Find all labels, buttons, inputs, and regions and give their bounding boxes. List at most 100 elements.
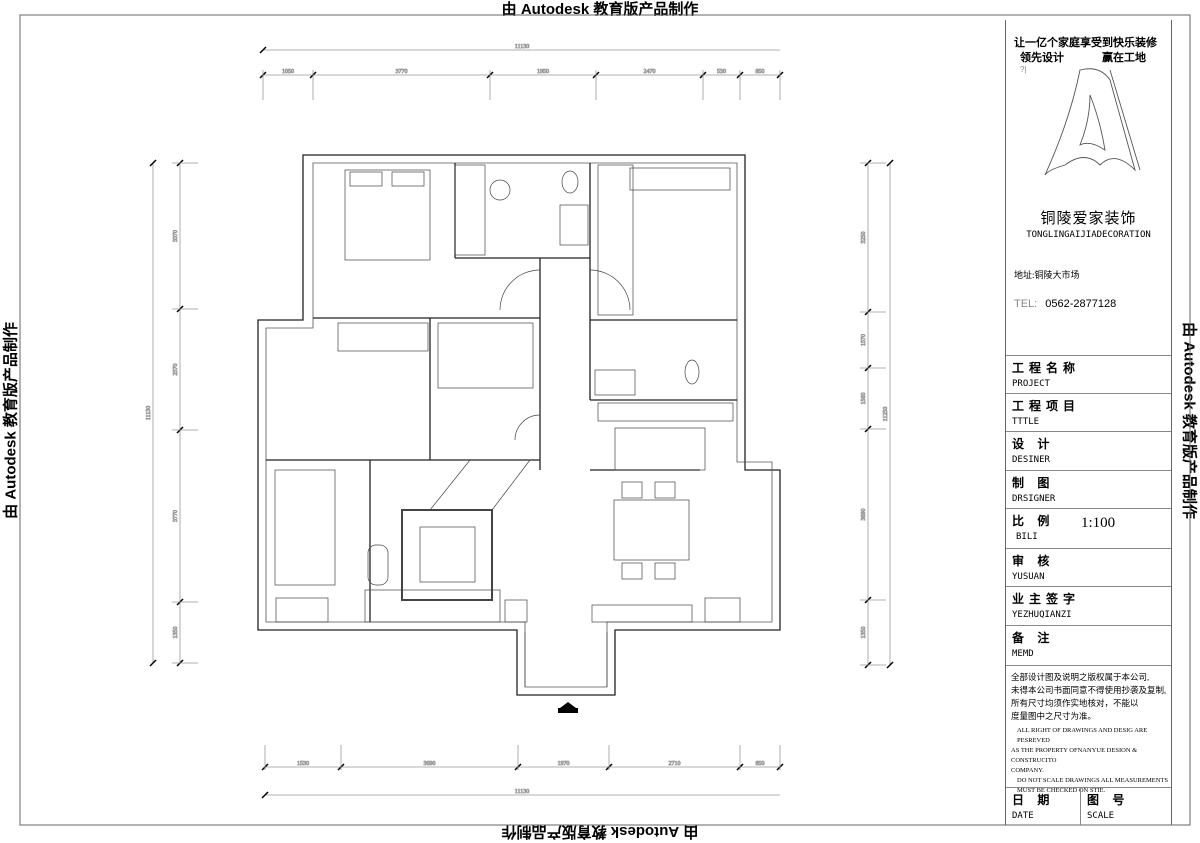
dimension-label: 3770 (396, 69, 408, 75)
dimension-label: 3250 (861, 232, 867, 244)
date-label-cn: 日 期 (1012, 791, 1054, 808)
row-label-en: PROJECT (1012, 379, 1050, 389)
row-designer: 设 计 DESINER (1006, 431, 1171, 470)
shower (490, 180, 510, 200)
row-label-en: DESINER (1012, 455, 1050, 465)
row-owner-signature: 业主签字 YEZHUQIANZI (1006, 586, 1171, 625)
drawing-no-label-cn: 图 号 (1087, 791, 1129, 808)
note-en: AS THE PROPERTY OFNANYUE DESION & CONSTR… (1011, 746, 1171, 766)
kitchen-cabinet (615, 428, 705, 470)
row-label-cn: 审 核 (1012, 552, 1054, 569)
dimension-label: 530 (717, 69, 726, 75)
company-name-cn: 铜陵爱家装饰 (1006, 207, 1171, 228)
coffee-table (420, 527, 475, 582)
row-drafter: 制 图 DRSIGNER (1006, 470, 1171, 508)
row-project: 工程名称 PROJECT (1006, 355, 1171, 393)
rug (402, 510, 492, 600)
row-title: 工程项目 TTTLE (1006, 393, 1171, 431)
shoe-cabinet (592, 605, 692, 622)
entrance-arrow-icon (560, 702, 576, 708)
sink (595, 370, 635, 395)
dimension-label: 11250 (883, 407, 889, 422)
row-label-en: TTTLE (1012, 417, 1039, 427)
dimension-label: 850 (756, 69, 765, 75)
door-swing (500, 270, 540, 310)
row-label-cn: 工程项目 (1012, 397, 1080, 414)
dimension-label: 850 (756, 761, 765, 767)
double-bed (345, 170, 430, 260)
row-label-en: MEMD (1012, 649, 1034, 659)
dimension-label: 11130 (146, 406, 152, 421)
wardrobe (455, 165, 485, 255)
row-label-en: YEZHUQIANZI (1012, 610, 1072, 620)
slogan-line-1: 让一亿个家庭享受到快乐装修 (1014, 34, 1157, 50)
toilet (562, 171, 578, 193)
dining-table (614, 500, 689, 560)
row-label-cn: 业主签字 (1012, 590, 1080, 607)
sofa (365, 590, 500, 622)
dimension-label: 1570 (861, 334, 867, 346)
row-review: 审 核 YUSUAN (1006, 548, 1171, 586)
wardrobe-2 (598, 165, 633, 315)
note-cn: 未得本公司书面同意不得使用抄袭及复制, (1011, 684, 1171, 697)
row-drawing-no: 图 号 SCALE (1081, 787, 1171, 825)
outer-wall (258, 155, 780, 695)
row-label-en: DRSIGNER (1012, 494, 1055, 504)
cabinet (338, 323, 428, 351)
desk (630, 168, 730, 190)
marker-text: ?| (1020, 65, 1027, 74)
tel-number: 0562-2877128 (1045, 298, 1116, 310)
row-label-cn: 备 注 (1012, 629, 1054, 646)
plant (505, 600, 527, 622)
row-label-en: BILI (1016, 532, 1038, 542)
note-cn: 所有尺寸均须作实地核对，不能以 (1011, 697, 1171, 710)
armchair (368, 545, 388, 585)
dimension-label: 2710 (669, 761, 681, 767)
dimension-label: 1530 (297, 761, 309, 767)
row-label-cn: 工程名称 (1012, 359, 1080, 376)
dimension-label: 3690 (861, 509, 867, 521)
study-desk (275, 470, 335, 585)
dimension-label: 3370 (173, 230, 179, 242)
dimension-label: 3770 (173, 510, 179, 522)
dimension-label: 11130 (515, 789, 530, 795)
drawing-no-label-en: SCALE (1087, 811, 1114, 821)
row-date: 日 期 DATE (1006, 787, 1081, 825)
toilet-2 (685, 360, 699, 384)
dimension-label: 1970 (558, 761, 570, 767)
row-memo: 备 注 MEMD (1006, 625, 1171, 665)
scale-value: 1:100 (1081, 515, 1115, 532)
note-en: ALL RIGHT OF DRAWINGS AND DESIG ARE PESR… (1011, 726, 1171, 746)
note-cn: 度量图中之尺寸为准。 (1011, 710, 1171, 723)
dimension-label: 1950 (537, 69, 549, 75)
note-cn: 全部设计图及说明之版权属于本公司, (1011, 671, 1171, 684)
slogan-line-2b: 赢在工地 (1102, 49, 1146, 65)
dimension-label: 2470 (644, 69, 656, 75)
date-label-en: DATE (1012, 811, 1034, 821)
row-scale: 比 例 BILI 1:100 (1006, 508, 1171, 548)
single-bed (438, 323, 533, 388)
appliance (705, 598, 740, 622)
row-label-en: YUSUAN (1012, 572, 1045, 582)
dimension-label: 1050 (282, 69, 294, 75)
company-name-en: TONGLINGAIJIADECORATION (1006, 230, 1171, 240)
dimension-label: 1350 (861, 627, 867, 639)
dimension-label: 3690 (424, 761, 436, 767)
vanity (560, 205, 588, 245)
company-address: 地址:铜陵大市场 (1014, 268, 1080, 281)
note-en: DO NOT SCALE DRAWINGS ALL MEASUREMENTS (1011, 776, 1171, 786)
copyright-notes: 全部设计图及说明之版权属于本公司, 未得本公司书面同意不得使用抄袭及复制, 所有… (1006, 665, 1171, 787)
slogan-line-2a: 领先设计 (1020, 49, 1064, 65)
title-block: 让一亿个家庭享受到快乐装修 领先设计 赢在工地 ?| 铜陵爱家装饰 TONGLI… (1005, 20, 1172, 825)
row-label-cn: 制 图 (1012, 474, 1054, 491)
dimension-label: 1560 (861, 393, 867, 405)
dimension-label: 1350 (173, 627, 179, 639)
counter (598, 403, 733, 421)
dimension-label: 2570 (173, 364, 179, 376)
walls (258, 155, 780, 695)
row-label-cn: 比 例 (1012, 512, 1054, 529)
dimension-label: 11130 (515, 44, 530, 50)
row-label-cn: 设 计 (1012, 435, 1054, 452)
tel-label: TEL: (1014, 298, 1037, 310)
laundry-sink (276, 598, 328, 622)
